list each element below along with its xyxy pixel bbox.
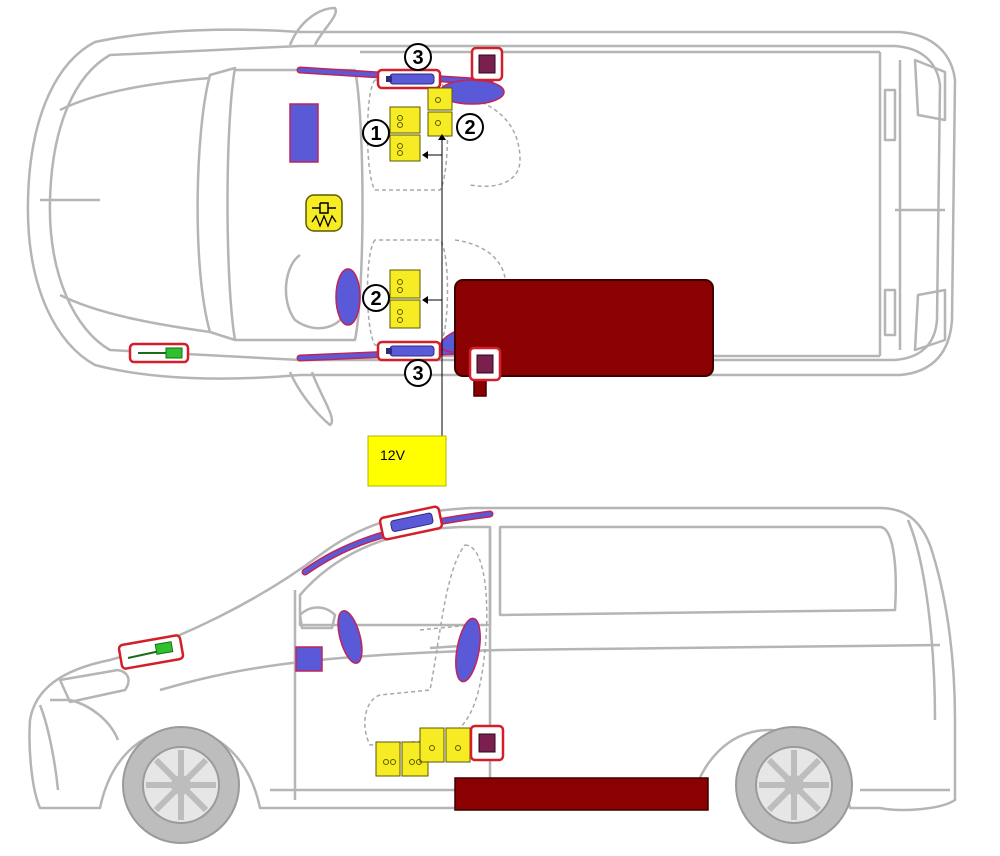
svg-text:2: 2 [370,288,381,310]
callout-1: 1 [362,119,390,147]
svg-text:12V: 12V [380,447,406,463]
top-view-inner-outline [48,44,942,362]
side-thorax-airbag [455,617,481,683]
hood-strut-top [128,342,190,364]
side-belt-line [159,643,941,692]
side-mirror [298,606,337,630]
rear-door-lines [878,52,945,356]
dashboard [235,68,364,342]
hv-battery-side [454,777,709,811]
control-unit-lower [468,346,502,382]
pretensioner-group-2-lower [389,269,421,329]
side-passenger-airbag [295,646,323,672]
control-unit-upper [470,46,504,82]
side-windows [298,525,897,627]
rear-lights [913,58,947,352]
pretensioner-group-2-upper [427,87,453,137]
rear-wheel [735,726,853,844]
mirror-right [288,371,334,427]
side-gas-generator [378,505,444,541]
pointer-arrow-1 [422,151,428,159]
knee-airbag [335,268,361,326]
callout-2-lower: 2 [362,284,390,312]
pointer-arrow-2 [422,296,428,304]
door-handle-side [429,644,461,650]
front-wheel [122,726,240,844]
top-view [26,6,957,427]
hood-strut-side [117,634,185,670]
hood-lines [40,76,211,334]
top-view-body-outline [26,28,957,380]
front-grille [38,698,120,791]
hv-battery-top [454,279,714,377]
callout-2-upper: 2 [456,113,484,141]
gas-generator-lower [376,340,442,362]
headlight [58,668,130,704]
windshield [196,66,237,342]
side-knee-airbag [337,610,363,664]
pretensioner-group-1 [389,106,421,162]
low-voltage-battery-box: 12V [367,435,447,487]
pyrotechnic-icon [305,194,343,232]
svg-text:1: 1 [370,123,381,145]
mirror-left [288,6,338,46]
callout-3-upper: 3 [404,43,432,71]
door-handle-top [883,88,897,337]
svg-text:3: 3 [412,363,423,385]
callout-3-lower: 3 [404,359,432,387]
side-pretensioners [375,727,471,777]
passenger-airbag [289,103,319,163]
svg-text:3: 3 [412,47,423,69]
svg-text:2: 2 [464,117,475,139]
pointer-arrow-up [438,134,446,140]
side-control-unit [469,724,505,762]
side-curtain-airbag [301,510,494,576]
gas-generator-upper [376,68,442,90]
